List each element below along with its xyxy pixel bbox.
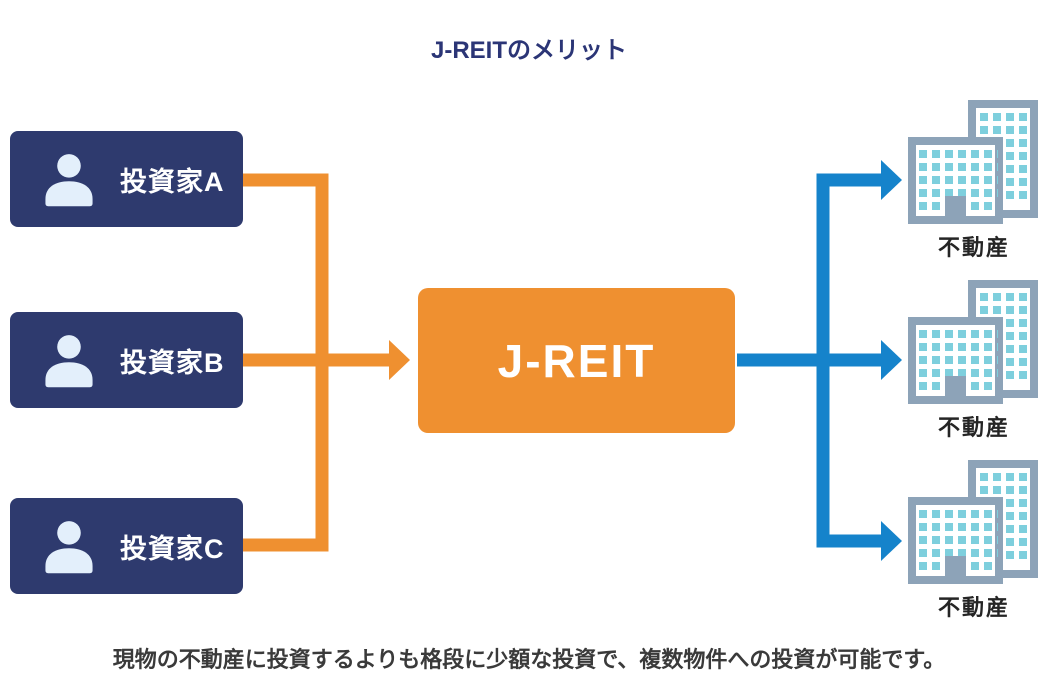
property-group-2: 不動産 [908,280,1040,442]
building-icon [908,280,1038,404]
j-reit-label: J-REIT [497,334,656,387]
blue-flow-arrows [737,160,902,561]
investor-label: 投資家B [120,347,225,378]
diagram-title: J-REITのメリット [430,37,627,64]
investor-b-card: 投資家B [10,312,243,408]
building-icon [908,460,1038,584]
property-label: 不動産 [937,235,1010,260]
blue-arrowhead-icon [881,340,902,380]
person-icon [45,335,93,388]
blue-arrowhead-icon [881,521,902,561]
orange-merge-line [243,173,329,552]
investor-label: 投資家A [120,166,225,197]
person-icon [45,154,93,207]
person-icon [45,521,93,574]
building-icon [908,100,1038,224]
investor-label: 投資家C [120,533,225,564]
property-label: 不動産 [937,595,1010,620]
orange-arrowhead-icon [389,340,410,380]
blue-split-line-bottom [816,180,882,548]
diagram-caption: 現物の不動産に投資するよりも格段に少額な投資で、複数物件への投資が可能です。 [112,647,946,672]
blue-arrowhead-icon [881,160,902,200]
property-group-3: 不動産 [908,460,1040,622]
orange-flow-arrows [243,173,410,552]
property-label: 不動産 [937,415,1010,440]
investor-c-card: 投資家C [10,498,243,594]
property-group-1: 不動産 [908,100,1040,262]
blue-split-line-top [816,173,882,541]
j-reit-box: J-REIT [418,288,735,433]
investor-a-card: 投資家A [10,131,243,227]
